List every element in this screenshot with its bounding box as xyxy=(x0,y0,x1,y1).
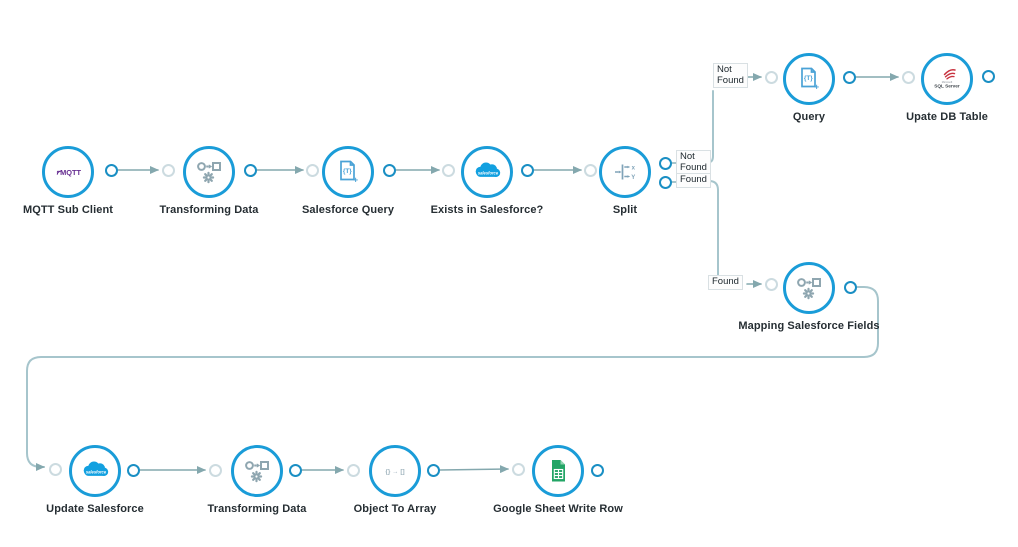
svg-text:{} → []: {} → [] xyxy=(385,469,404,476)
node-google-sheet-write-row[interactable]: Google Sheet Write Row xyxy=(493,445,623,515)
node-label: Upate DB Table xyxy=(906,111,988,123)
connector-line xyxy=(708,180,719,276)
port-in[interactable] xyxy=(346,463,360,477)
port-in[interactable] xyxy=(901,70,915,84)
port-out[interactable] xyxy=(243,163,257,177)
connector-line xyxy=(26,286,879,471)
node-label: Transforming Data xyxy=(207,503,307,515)
port-in[interactable] xyxy=(764,70,778,84)
node-label: Update Salesforce xyxy=(46,503,144,515)
node-circle[interactable]: {T}+ xyxy=(783,53,835,105)
node-query[interactable]: {T}+ Query xyxy=(783,53,835,123)
branch-label-line: Found xyxy=(680,174,707,185)
node-label: Salesforce Query xyxy=(301,204,395,216)
node-circle[interactable]: {T}+ xyxy=(322,146,374,198)
port-out[interactable] xyxy=(590,463,604,477)
port-out[interactable] xyxy=(126,463,140,477)
node-object-to-array[interactable]: {} → [] Object To Array xyxy=(354,445,436,515)
branch-label-line: Not xyxy=(680,151,695,162)
node-circle[interactable]: salesforce xyxy=(69,445,121,497)
node-salesforce-query[interactable]: {T}+ Salesforce Query xyxy=(302,146,394,216)
node-transforming-data-1[interactable]: Transforming Data xyxy=(160,146,258,216)
node-label: Split xyxy=(612,204,638,216)
node-mapping-salesforce-fields[interactable]: Mapping Salesforce Fields xyxy=(738,262,880,332)
sheets-icon xyxy=(552,460,565,482)
svg-text:SQL Server: SQL Server xyxy=(934,84,960,89)
salesforce-icon: salesforce xyxy=(475,162,501,177)
arrow-line xyxy=(439,465,509,474)
node-transforming-data-2[interactable]: Transforming Data xyxy=(208,445,306,515)
transform-icon xyxy=(797,278,821,300)
node-label: MQTT Sub Client xyxy=(22,204,114,216)
port-out[interactable] xyxy=(842,70,856,84)
port-out[interactable] xyxy=(658,156,672,170)
node-circle[interactable]: MQTT xyxy=(42,146,94,198)
objarray-icon: {} → [] xyxy=(385,469,404,476)
node-label: Query xyxy=(792,111,826,123)
node-label: Google Sheet Write Row xyxy=(493,503,623,515)
node-circle[interactable] xyxy=(183,146,235,198)
node-label: Object To Array xyxy=(353,503,437,515)
port-out[interactable] xyxy=(104,163,118,177)
port-in[interactable] xyxy=(48,462,62,476)
node-circle[interactable]: {} → [] xyxy=(369,445,421,497)
query-icon: {T}+ xyxy=(801,67,819,92)
node-circle[interactable] xyxy=(231,445,283,497)
node-mqtt-sub-client[interactable]: MQTT MQTT Sub Client xyxy=(23,146,113,216)
node-label: Mapping Salesforce Fields xyxy=(738,320,880,332)
port-out[interactable] xyxy=(658,175,672,189)
branch-label-split-found[interactable]: Found xyxy=(676,173,711,188)
transform-icon xyxy=(245,461,269,483)
port-in[interactable] xyxy=(764,277,778,291)
svg-text:salesforce: salesforce xyxy=(478,171,499,176)
svg-text:MQTT: MQTT xyxy=(60,168,81,177)
branch-label-line: Not xyxy=(717,64,732,75)
port-in[interactable] xyxy=(583,163,597,177)
port-out[interactable] xyxy=(382,163,396,177)
port-in[interactable] xyxy=(208,463,222,477)
branch-label-line: Found xyxy=(680,161,707,173)
salesforce-icon: salesforce xyxy=(83,461,109,476)
port-out[interactable] xyxy=(426,463,440,477)
node-circle[interactable] xyxy=(783,262,835,314)
svg-text:+: + xyxy=(353,175,358,185)
svg-text:Y: Y xyxy=(631,175,635,181)
branch-label-branch-found[interactable]: Found xyxy=(708,275,743,290)
svg-text:salesforce: salesforce xyxy=(86,470,107,475)
port-out[interactable] xyxy=(981,69,995,83)
node-circle[interactable]: salesforce xyxy=(461,146,513,198)
node-circle[interactable] xyxy=(532,445,584,497)
svg-text:Microsoft: Microsoft xyxy=(942,80,953,84)
port-in[interactable] xyxy=(305,163,319,177)
port-in[interactable] xyxy=(161,163,175,177)
branch-label-line: Found xyxy=(717,74,744,86)
port-out[interactable] xyxy=(288,463,302,477)
port-out[interactable] xyxy=(843,280,857,294)
port-out[interactable] xyxy=(520,163,534,177)
svg-text:+: + xyxy=(814,82,819,92)
node-label: Exists in Salesforce? xyxy=(430,204,544,216)
transform-icon xyxy=(197,162,221,184)
port-in[interactable] xyxy=(441,163,455,177)
svg-text:x: x xyxy=(632,165,636,171)
branch-label-line: Found xyxy=(712,276,739,287)
port-in[interactable] xyxy=(511,462,525,476)
svg-text:{T}: {T} xyxy=(804,75,813,82)
svg-text:{T}: {T} xyxy=(343,168,352,175)
query-icon: {T}+ xyxy=(340,160,358,185)
node-label: Transforming Data xyxy=(159,204,259,216)
mqtt-icon: MQTT xyxy=(56,168,82,177)
split-icon: xY xyxy=(615,164,636,181)
